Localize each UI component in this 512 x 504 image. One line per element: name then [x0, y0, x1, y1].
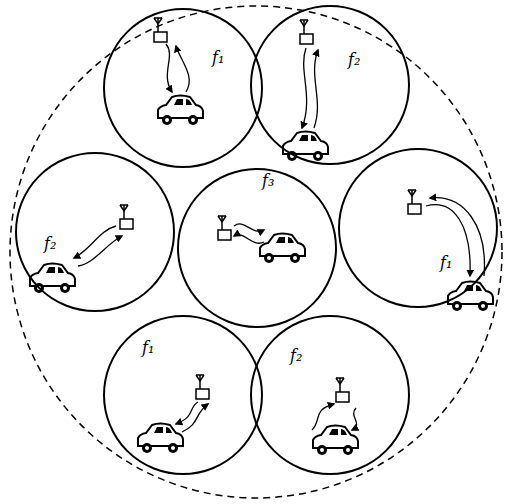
- cell-circle: f₁: [338, 148, 498, 308]
- frequency-label: f₃: [262, 173, 274, 189]
- cell-circle: f₁: [103, 8, 263, 168]
- frequency-label: f₁: [440, 255, 452, 271]
- cluster-boundary: [10, 6, 502, 498]
- cell-circle: f₃: [177, 168, 337, 328]
- cell-outline: [338, 148, 498, 308]
- frequency-label: f₁: [212, 50, 224, 66]
- radio-links: [74, 44, 484, 432]
- cell-outline: [250, 5, 410, 165]
- cell-circle: f₂: [250, 315, 410, 475]
- cell-circle: f₁: [103, 315, 263, 475]
- frequency-label: f₂: [44, 236, 56, 252]
- cell-outline: [103, 8, 263, 168]
- frequency-label: f₁: [142, 340, 154, 356]
- cell-outline: [103, 315, 263, 475]
- cell-outline: [177, 168, 337, 328]
- cell-circle: f₂: [250, 5, 410, 165]
- cell-outline: [15, 152, 175, 312]
- cell-circle: f₂: [15, 152, 175, 312]
- frequency-label: f₂: [348, 52, 360, 68]
- cell-outline: [250, 315, 410, 475]
- frequency-label: f₂: [290, 348, 302, 364]
